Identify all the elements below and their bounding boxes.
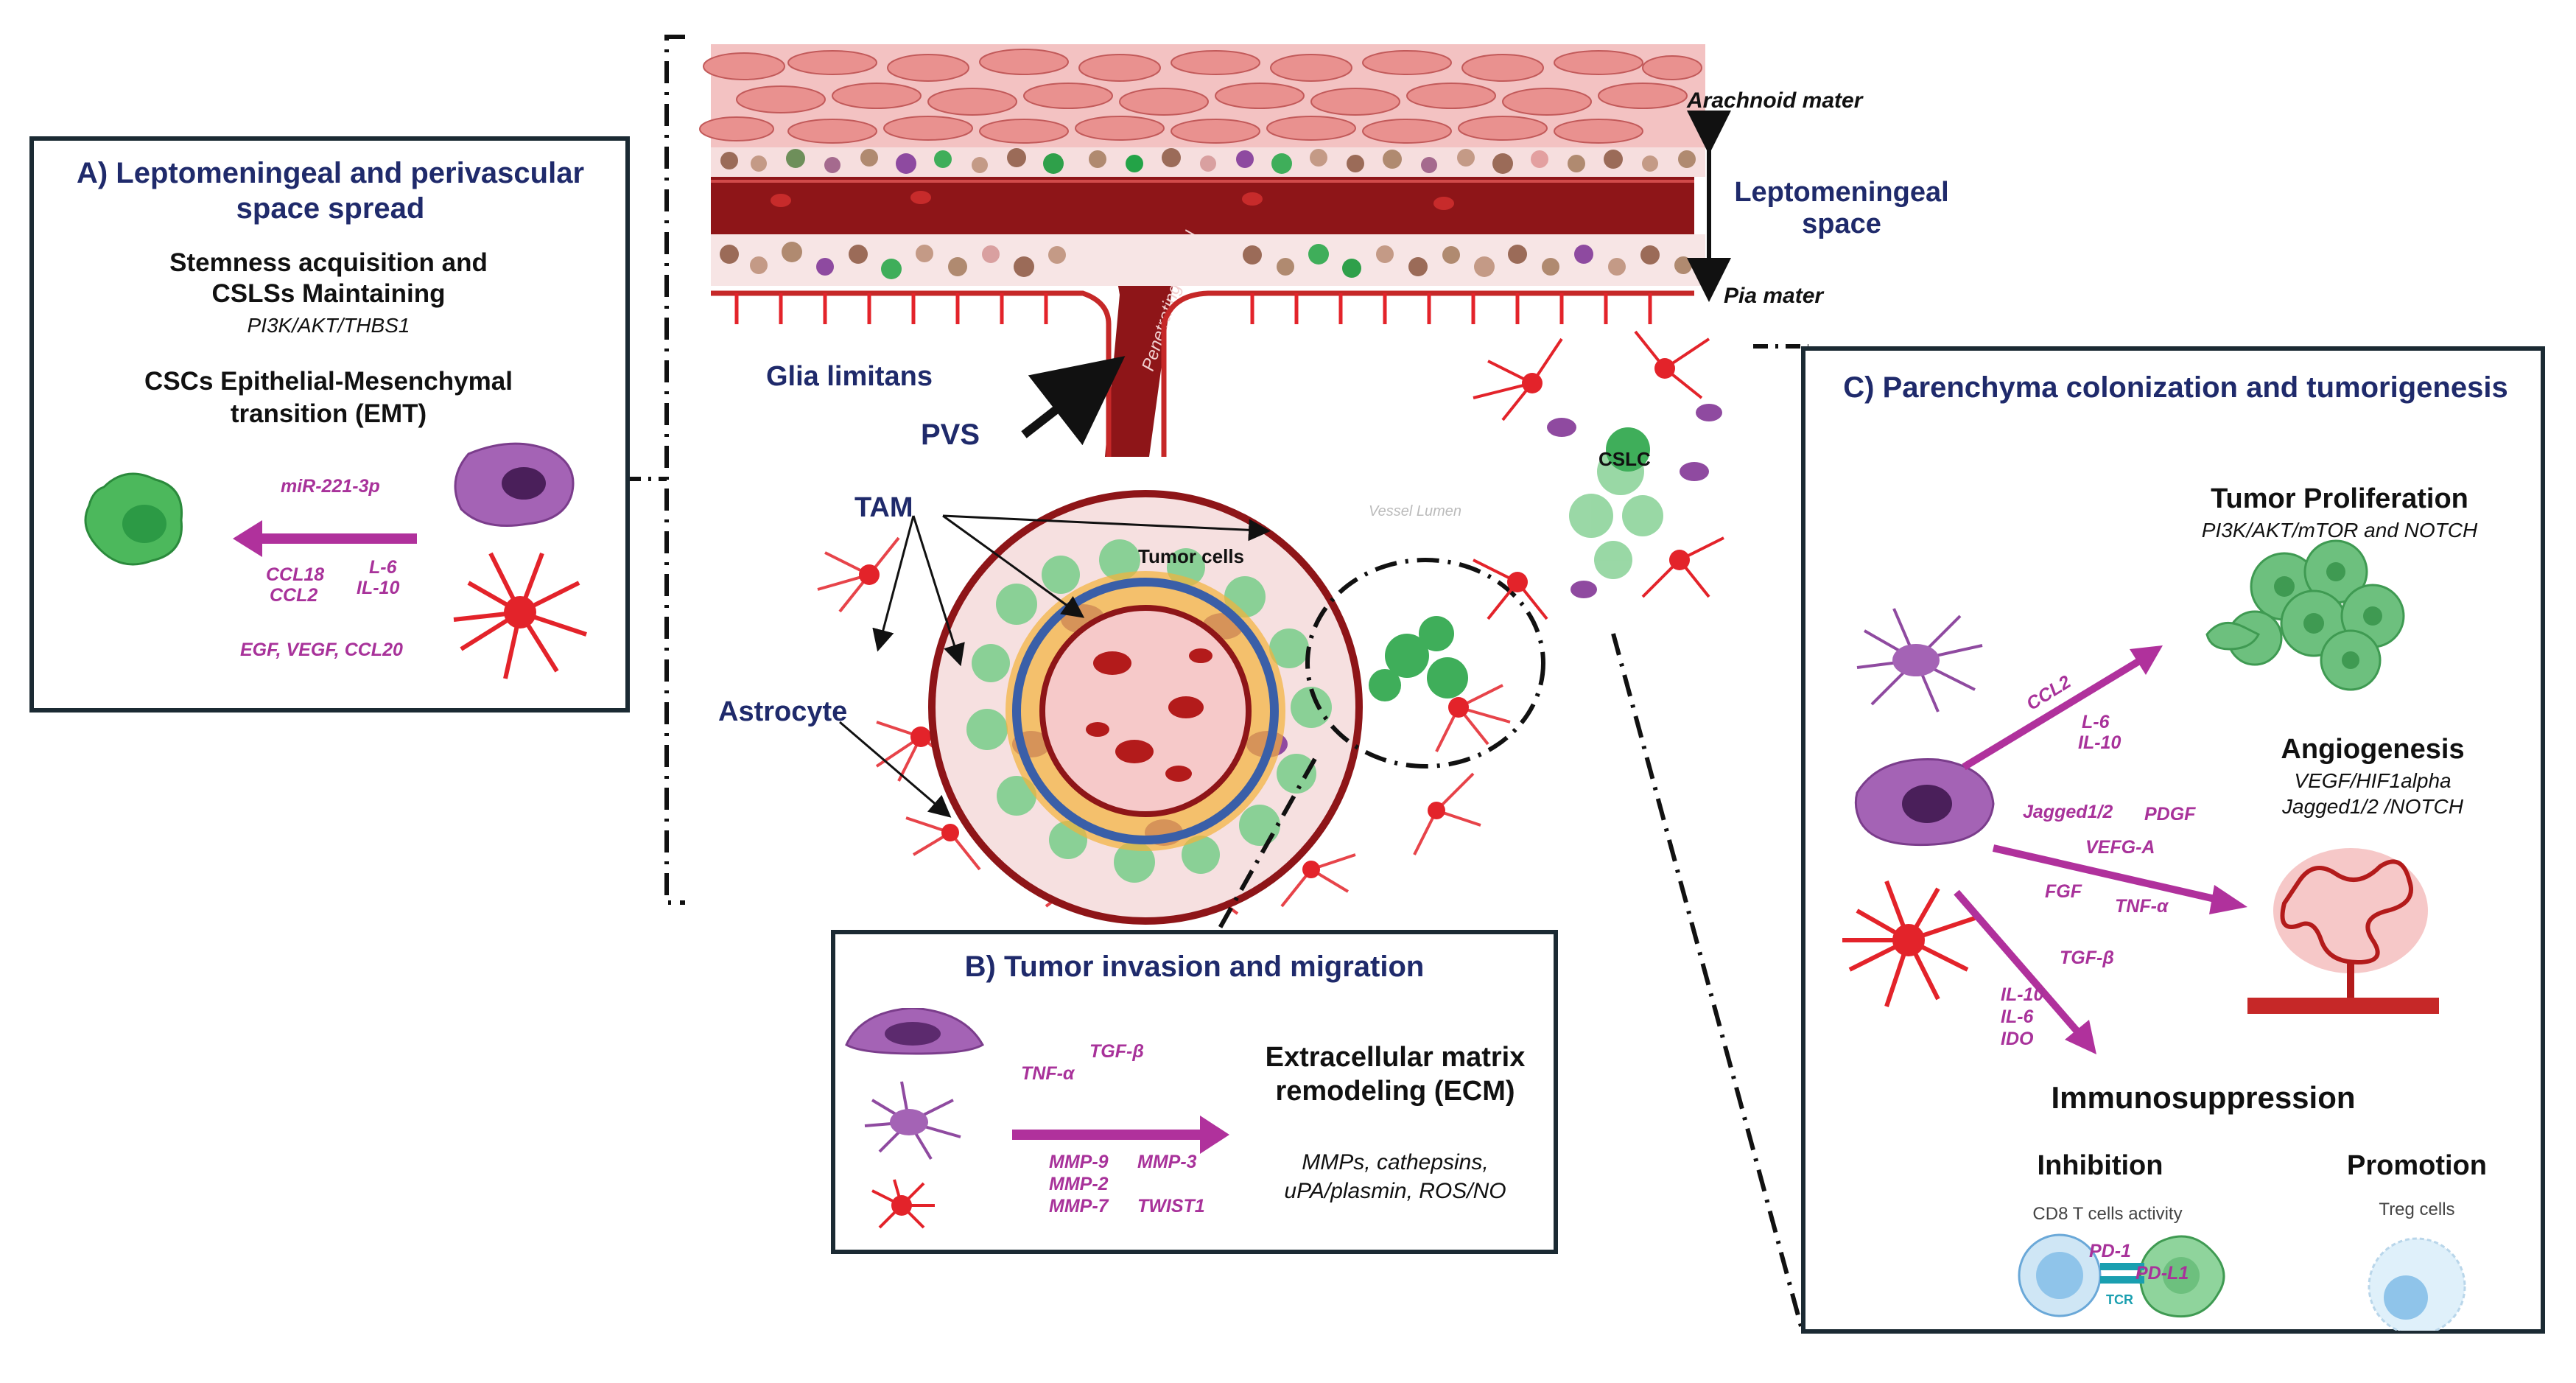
c-microglia-cell [1856,608,1983,712]
bracket-left [664,35,685,905]
inhibition-label: Inhibition [2037,1150,2163,1181]
c-vefg-label: VEFG-A [2085,837,2155,858]
invasion-zone-outline [1305,558,1545,768]
cslc-label: CSLC [1598,448,1651,470]
tam-label: TAM [854,492,913,523]
panel-a: A) Leptomeningeal and perivascular space… [29,136,630,712]
c-pdgf-label: PDGF [2144,804,2196,824]
ccl18-label: CCL18 [266,564,325,585]
c-il10-label: IL-10 [2078,732,2121,753]
c-il6-label: L-6 [2082,712,2110,732]
ccl2-label: CCL2 [270,585,318,606]
c-tnfa-label: TNF-α [2115,896,2169,917]
twist1-label: TWIST1 [1137,1196,1205,1216]
panel-c-diagram [1842,539,2466,1331]
angio-title: Angiogenesis [2281,734,2465,765]
c-ido-label: IDO [2001,1029,2034,1049]
prolif-pathway: PI3K/AKT/mTOR and NOTCH [2201,519,2478,542]
csf-cells-upper [711,147,1705,177]
tam-flat-cell [845,1008,985,1055]
panel-b-title: B) Tumor invasion and migration [964,950,1425,983]
mmp7-label: MMP-7 [1049,1196,1109,1216]
perivascular-region: Vessel Lumen [817,490,1511,925]
c-fgf-label: FGF [2045,881,2082,902]
stemness-pathway: PI3K/AKT/THBS1 [247,314,410,337]
mmp9-label: MMP-9 [1049,1152,1109,1172]
treg-label: Treg cells [2379,1200,2455,1219]
ecm-title: Extracellular matrix remodeling (ECM) [1265,1042,1526,1107]
pia-mater-line [711,290,1694,457]
cslc-cluster [1473,330,1724,620]
leptomeningeal-space-label: Leptomeningeal space [1734,177,1949,239]
connector-b [1213,757,1317,937]
c-astrocyte-cell [1842,880,1976,1007]
c-il10b-label: IL-10 [2001,984,2044,1005]
astrocyte-label: Astrocyte [718,696,848,727]
angio-path2: Jagged1/2 /NOTCH [2282,795,2463,818]
angiogenesis-vessel [2247,848,2439,1014]
panel-a-title: A) Leptomeningeal and perivascular space… [76,157,585,225]
c-tgfb-label: TGF-β [2060,948,2114,968]
emt-title: CSCs Epithelial-Mesenchymal transition (… [144,367,513,428]
treg-cell [2368,1237,2466,1331]
pdl1-label: PD-L1 [2135,1263,2189,1284]
il6-label: L-6 [369,557,397,578]
panel-b-diagram [845,1008,1229,1229]
pia-mater-label: Pia mater [1724,284,1824,308]
stemness-title: Stemness acquisition and CSLSs Maintaini… [169,248,488,308]
il10-label: IL-10 [357,578,400,598]
panel-c-title: C) Parenchyma colonization and tumorigen… [1843,371,2508,404]
csf-cells-lower [711,234,1705,286]
immuno-title: Immunosuppression [2051,1080,2356,1115]
tam-purple-cell [454,442,575,527]
arachnoid-layer [699,44,1705,147]
meningeal-vessel [711,177,1694,457]
tnfa-label: TNF-α [1021,1063,1075,1084]
c-il6b-label: IL-6 [2001,1006,2034,1027]
mirna-label: miR-221-3p [281,476,380,497]
connector-c-bottom [1611,633,1803,1327]
mmp2-label: MMP-2 [1049,1174,1109,1194]
panel-c: C) Parenchyma colonization and tumorigen… [1801,346,2545,1334]
astrocyte-red-cell [453,552,587,679]
angio-path1: VEGF/HIF1alpha [2294,769,2452,792]
mmp3-label: MMP-3 [1137,1152,1197,1172]
csc-green-cell [84,472,183,566]
glia-limitans-label: Glia limitans [766,361,933,392]
cd8-label: CD8 T cells activity [2032,1204,2183,1224]
pvs-label: PVS [921,419,980,451]
tcr-label: TCR [2106,1292,2133,1307]
c-tam-cell [1854,758,1995,847]
vessel-lumen-label: Vessel Lumen [1369,503,1461,519]
cd8-interaction [2018,1233,2225,1318]
panel-a-diagram [84,442,587,679]
prolif-title: Tumor Proliferation [2211,483,2468,514]
tgfb-label: TGF-β [1089,1041,1144,1062]
ecm-detail: MMPs, cathepsins, uPA/plasmin, ROS/NO [1284,1150,1506,1203]
promotion-label: Promotion [2347,1150,2487,1181]
astrocyte-small-cell [871,1179,935,1229]
microglia-cell [864,1081,961,1160]
pd1-label: PD-1 [2089,1241,2131,1261]
arachnoid-mater-label: Arachnoid mater [1687,88,1863,113]
growth-factors-label: EGF, VEGF, CCL20 [240,640,403,660]
c-jagged-label: Jagged1/2 [2023,802,2113,822]
panel-b: B) Tumor invasion and migration TGF-β TN… [831,930,1558,1254]
tumor-cells-label: Tumor cells [1138,545,1245,567]
